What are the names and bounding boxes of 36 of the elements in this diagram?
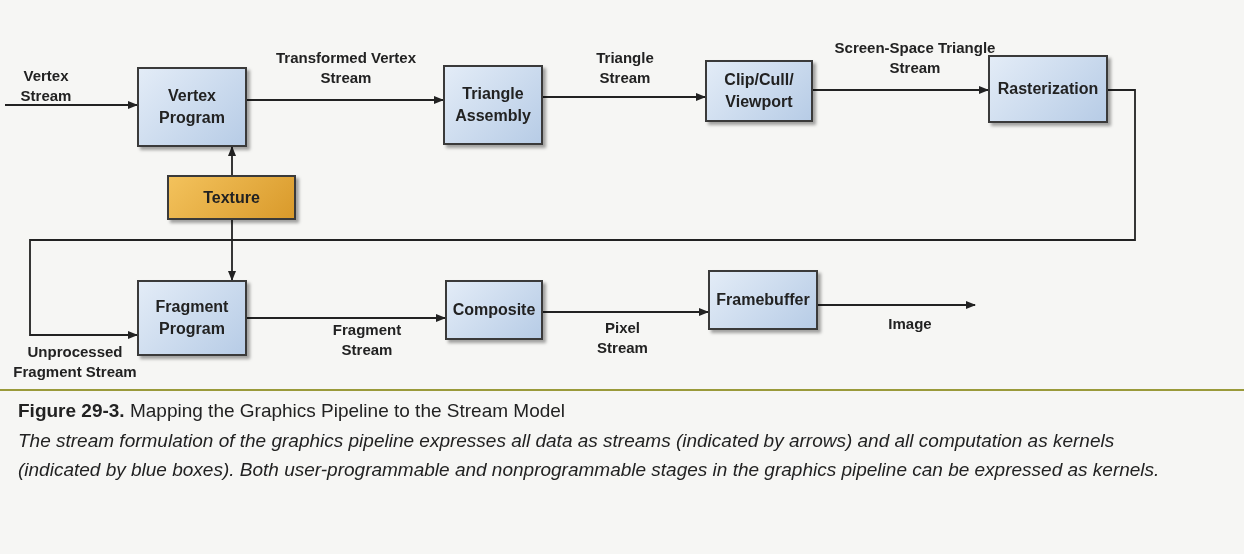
edge-label: Transformed Vertex Stream xyxy=(274,48,418,88)
kernel-box xyxy=(137,280,247,356)
edge-label: Vertex Stream xyxy=(19,66,73,106)
arrow xyxy=(246,314,446,322)
arrow xyxy=(228,146,236,176)
edge-label: Screen-Space Triangle Stream xyxy=(833,38,997,78)
kernel-box xyxy=(705,60,813,122)
node-label: Clip/Cull/ Viewport xyxy=(723,70,795,112)
node-label: Vertex Program xyxy=(158,86,226,128)
node-label: Composite xyxy=(451,300,537,320)
kernel-box xyxy=(708,270,818,330)
edge-label: Image xyxy=(887,314,933,334)
texture-box xyxy=(167,175,296,220)
node-label: Texture xyxy=(202,187,261,208)
arrow xyxy=(542,308,709,316)
arrow xyxy=(228,219,236,281)
node-label: Framebuffer xyxy=(715,290,811,310)
arrow xyxy=(246,96,444,104)
node-label: Triangle Assembly xyxy=(454,84,532,126)
arrow xyxy=(812,86,989,94)
kernel-box xyxy=(445,280,543,340)
kernel-box xyxy=(988,55,1108,123)
arrow xyxy=(4,101,138,109)
node-label: Fragment Program xyxy=(154,297,230,339)
edge-label: Fragment Stream xyxy=(331,320,403,360)
arrow xyxy=(817,301,976,309)
edge-label: Triangle Stream xyxy=(595,48,655,88)
edge-label: Unprocessed Fragment Stream xyxy=(12,342,138,382)
arrow xyxy=(29,89,1136,339)
kernel-box xyxy=(443,65,543,145)
node-label: Rasterization xyxy=(996,79,1100,99)
figure-title: Figure 29-3. Mapping the Graphics Pipeline to the Stream Model xyxy=(18,399,566,423)
kernel-box xyxy=(137,67,247,147)
figure-caption: The stream formulation of the graphics pipeline expresses all data as streams (indicated by arrows) and all computation as kernels (indicated by blue boxes). Both user-programmable and nonprogrammable stages in the graphics pipeline can be expressed as kernels. xyxy=(18,429,1161,482)
edge-label: Pixel Stream xyxy=(596,318,649,358)
arrow xyxy=(542,93,706,101)
